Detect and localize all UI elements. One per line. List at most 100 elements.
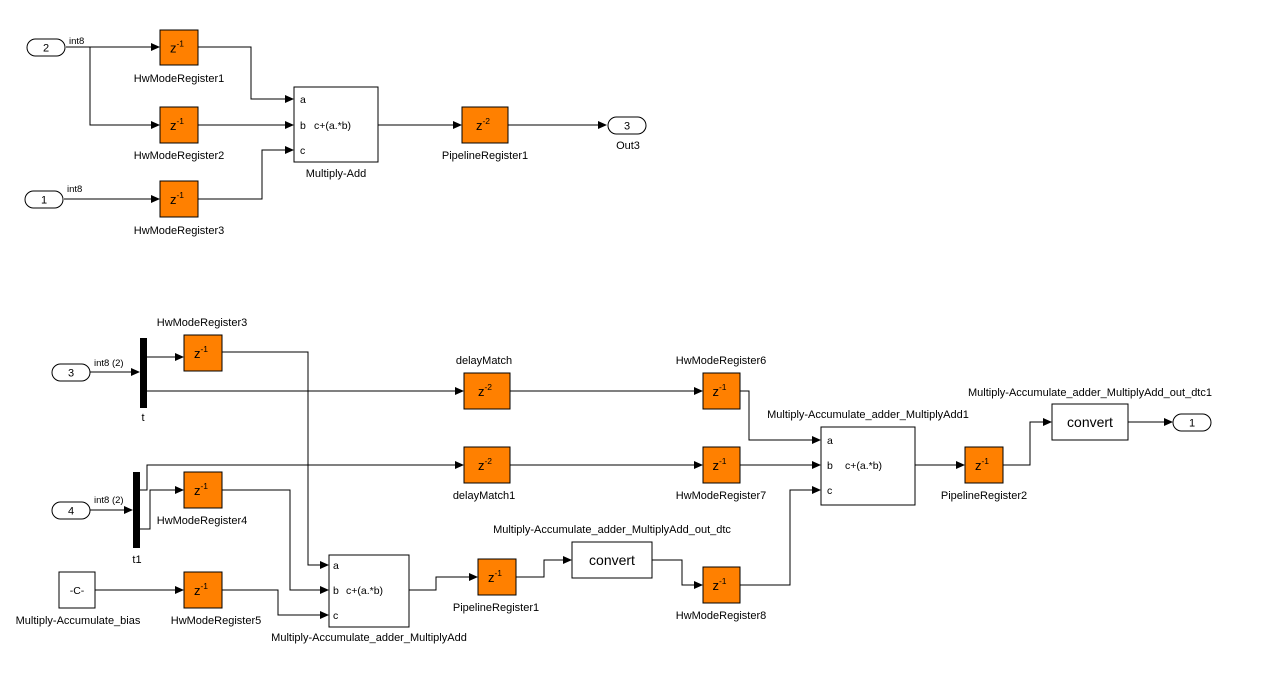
delay-blocks: z-1HwModeRegister1z-1HwModeRegister2z-1H… — [134, 29, 1027, 627]
demux-label: t1 — [132, 554, 141, 566]
bottom-wires — [90, 351, 1173, 619]
delay-body — [183, 471, 223, 509]
outport-3[interactable]: 3 — [607, 116, 647, 135]
delay-operator: z-1 — [975, 456, 989, 473]
block-label: HwModeRegister7 — [676, 490, 766, 502]
outport-number: 1 — [1189, 418, 1195, 430]
delay-body — [702, 566, 741, 604]
multiply-add-expression: c+(a.*b) — [314, 120, 351, 132]
multiply-add-bottom[interactable]: a b c c+(a.*b) — [328, 554, 410, 628]
delay-operator: z-1 — [170, 190, 184, 207]
delay-operator: z-1 — [712, 456, 726, 473]
constant-block[interactable]: -C- — [58, 571, 96, 609]
delay-block-delaymatch[interactable]: z-2 delayMatch — [456, 355, 512, 410]
delay-operator: z-1 — [170, 116, 184, 133]
port-a-label: a — [300, 94, 306, 106]
delay-operator: z-2 — [478, 456, 492, 473]
delay-operator: z-1 — [488, 568, 502, 585]
block-label: HwModeRegister1 — [134, 73, 224, 85]
delay-body — [183, 571, 223, 609]
top-wires — [64, 43, 607, 203]
block-label: PipelineRegister1 — [453, 602, 539, 614]
delay-block-hwr6[interactable]: z-1 HwModeRegister6 — [676, 355, 766, 410]
block-label: delayMatch1 — [453, 490, 515, 502]
delay-body — [159, 29, 199, 66]
convert-block-1[interactable]: convert — [571, 541, 653, 579]
block-label: HwModeRegister6 — [676, 355, 766, 367]
demux-t1[interactable] — [133, 472, 140, 548]
multiply-add-middle[interactable]: a b c c+(a.*b) — [820, 426, 916, 506]
inport-number: 3 — [68, 368, 74, 380]
delay-body — [159, 180, 199, 218]
block-label: HwModeRegister2 — [134, 150, 224, 162]
delay-operator: z-1 — [712, 382, 726, 399]
delay-operator: z-1 — [170, 39, 184, 56]
delay-body — [964, 446, 1004, 484]
delay-operator: z-1 — [194, 481, 208, 498]
block-label: Multiply-Accumulate_adder_MultiplyAdd_ou… — [493, 524, 731, 536]
block-label: Multiply-Accumulate_adder_MultiplyAdd_ou… — [968, 387, 1212, 399]
delay-body — [183, 334, 223, 372]
block-label: HwModeRegister3 — [134, 225, 224, 237]
inport-4-bottom[interactable]: 4 — [51, 501, 91, 520]
block-label: Multiply-Accumulate_adder_MultiplyAdd — [271, 632, 467, 644]
signal-label: int8 — [69, 36, 84, 47]
inport-number: 4 — [68, 506, 74, 518]
inport-1-top[interactable]: 1 — [24, 190, 64, 209]
block-label: HwModeRegister5 — [171, 615, 261, 627]
multiply-add-expression: c+(a.*b) — [346, 585, 383, 597]
signal-label: int8 — [67, 184, 82, 195]
block-label: HwModeRegister8 — [676, 610, 766, 622]
port-c-label: c — [300, 145, 305, 157]
demux-label: t — [141, 412, 144, 424]
outport-label: Out3 — [616, 140, 640, 152]
delay-body — [702, 372, 741, 410]
block-label: delayMatch — [456, 355, 512, 367]
port-a-label: a — [827, 435, 833, 447]
inport-number: 1 — [41, 195, 47, 207]
block-label: Multiply-Add — [306, 168, 367, 180]
delay-body — [461, 106, 509, 144]
delay-body — [477, 558, 517, 596]
signal-label: int8 (2) — [94, 495, 124, 506]
inport-2-top[interactable]: 2 — [26, 38, 66, 57]
delay-body — [463, 446, 511, 484]
port-a-label: a — [333, 560, 339, 572]
block-label: PipelineRegister2 — [941, 490, 1027, 502]
outport-1[interactable]: 1 — [1172, 413, 1212, 432]
multiply-add-top[interactable]: a b c c+(a.*b) — [293, 86, 379, 163]
port-c-label: c — [827, 485, 832, 497]
inport-number: 2 — [43, 43, 49, 55]
multiply-add-expression: c+(a.*b) — [845, 460, 882, 472]
delay-operator: z-2 — [478, 382, 492, 399]
delay-operator: z-1 — [194, 581, 208, 598]
inport-3-bottom[interactable]: 3 — [51, 363, 91, 382]
constant-label: Multiply-Accumulate_bias — [16, 615, 141, 627]
convert-block-2[interactable]: convert — [1051, 403, 1129, 441]
port-b-label: b — [827, 460, 833, 472]
outport-number: 3 — [624, 121, 630, 133]
block-label: HwModeRegister4 — [157, 515, 247, 527]
delay-block-delaymatch1[interactable]: z-2 delayMatch1 — [453, 446, 515, 502]
demux-t[interactable] — [140, 338, 147, 408]
convert-text: convert — [589, 552, 635, 568]
block-label: PipelineRegister1 — [442, 150, 528, 162]
port-c-label: c — [333, 610, 338, 622]
delay-body — [159, 106, 199, 144]
block-label: Multiply-Accumulate_adder_MultiplyAdd1 — [767, 409, 969, 421]
delay-body — [463, 372, 511, 410]
signal-label: int8 (2) — [94, 358, 124, 369]
delay-operator: z-1 — [712, 576, 726, 593]
